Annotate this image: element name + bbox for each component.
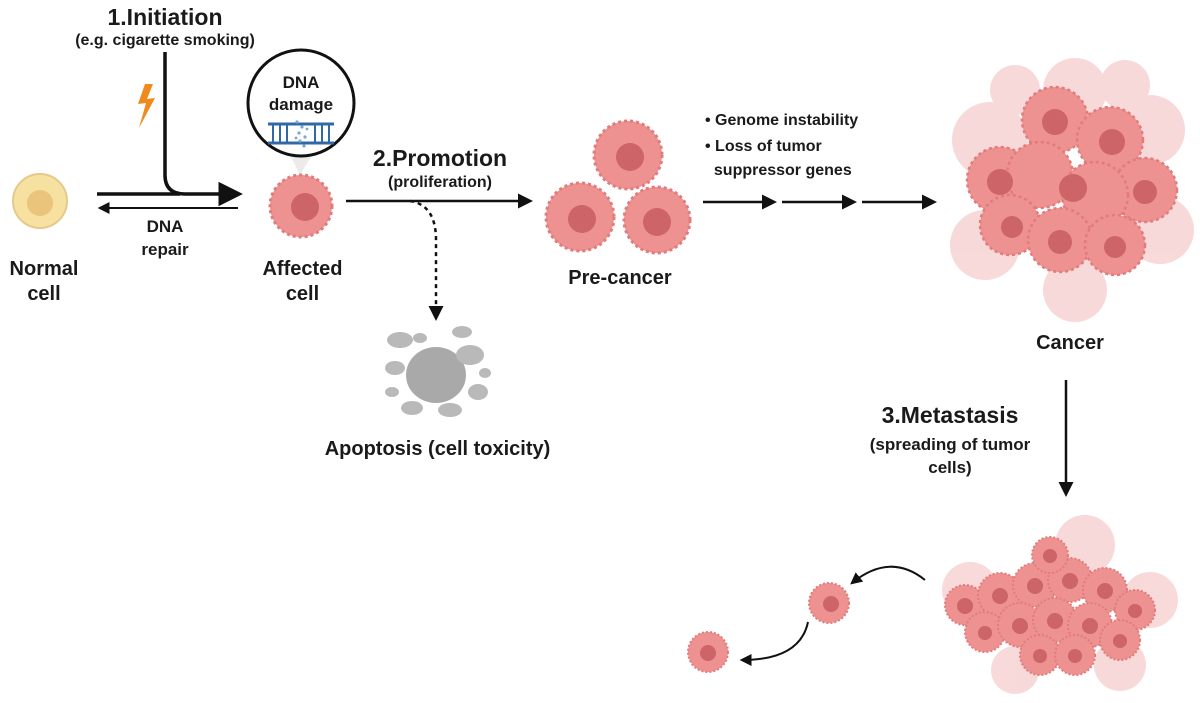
bullet-suppressor-genes: suppressor genes — [705, 162, 852, 179]
affected-cell-label-2: cell — [285, 283, 320, 305]
lightning-icon — [138, 84, 155, 128]
metastasis-subtitle-1: (spreading of tumor — [869, 435, 1031, 454]
spreading-cell-2 — [687, 631, 729, 673]
affected-cell-label-1: Affected — [262, 258, 343, 280]
dna-damage-label-1: DNA — [282, 73, 320, 92]
promotion-title: 2.Promotion — [372, 145, 508, 171]
dna-repair-label-2: repair — [141, 240, 189, 259]
dna-damage-bubble — [246, 48, 356, 175]
spread-arrow-2 — [739, 621, 809, 666]
initiation-subtitle: (e.g. cigarette smoking) — [75, 32, 255, 49]
metastasis-subtitle-2: cells) — [928, 458, 972, 477]
cancer-label: Cancer — [1036, 332, 1104, 354]
apoptosis-arrow — [409, 199, 444, 321]
affected-cell — [268, 173, 334, 239]
cancer-cluster — [950, 58, 1194, 322]
normal-cell-label-1: Normal — [9, 258, 79, 280]
bullet-loss-of-tumor: • Loss of tumor — [705, 138, 822, 155]
metastasis-title: 3.Metastasis — [881, 402, 1019, 428]
apoptosis-label: Apoptosis (cell toxicity) — [324, 438, 551, 460]
dna-damage-label-2: damage — [268, 95, 334, 114]
normal-cell-label-2: cell — [27, 283, 61, 305]
spread-arrow-1 — [850, 565, 926, 585]
promotion-subtitle: (proliferation) — [388, 174, 492, 191]
dna-strand-icon — [268, 122, 334, 145]
bullet-genome-instability: • Genome instability — [705, 112, 859, 129]
dna-repair-label-1: DNA — [146, 217, 184, 236]
precancer-label: Pre-cancer — [568, 267, 672, 289]
apoptotic-fragments — [385, 326, 491, 417]
metastatic-cluster — [942, 515, 1178, 694]
initiation-arrow — [163, 52, 243, 207]
precancer-cells — [544, 119, 692, 255]
spreading-cell-1 — [808, 582, 850, 624]
initiation-title: 1.Initiation — [107, 4, 223, 30]
normal-cell — [12, 173, 68, 229]
